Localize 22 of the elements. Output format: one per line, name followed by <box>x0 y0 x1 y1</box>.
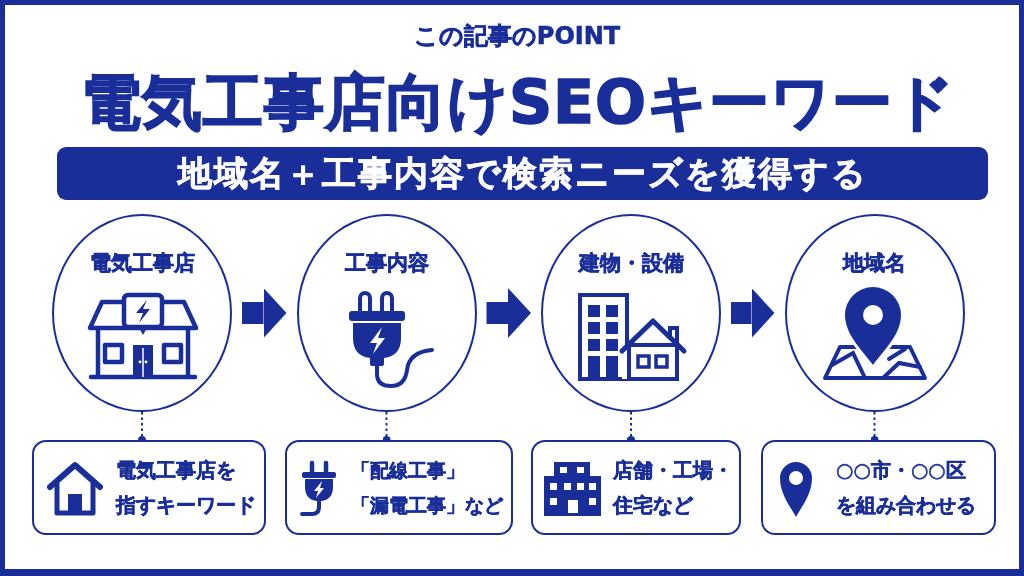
step-circle <box>52 214 232 412</box>
note-text: ○○市・○○区を組み合わせる <box>836 457 976 519</box>
section-label: この記事のPOINT <box>413 21 621 51</box>
note-text: 「配線工事」「漏電工事」など <box>351 459 503 518</box>
step-circle <box>541 214 721 412</box>
block-arrow <box>242 288 287 338</box>
block-arrow <box>486 288 531 338</box>
note-text: 電気工事店を指すキーワード <box>116 457 256 519</box>
block-arrow <box>731 288 775 338</box>
step-circle <box>784 214 965 412</box>
title: 電気工事店向けSEOキーワード <box>80 66 956 138</box>
info-box <box>761 440 996 535</box>
step-heading: 建物・設備 <box>578 251 684 275</box>
step-heading: 工事内容 <box>344 251 429 275</box>
step-circle <box>296 214 477 412</box>
step-heading: 地域名 <box>843 251 906 275</box>
note-text: 店舗・工場・住宅など <box>613 457 733 519</box>
banner: 地域名＋工事内容で検索ニーズを獲得する <box>57 147 988 200</box>
step-heading: 電気工事店 <box>89 251 195 275</box>
info-box <box>32 440 266 535</box>
info-box <box>531 440 741 535</box>
info-box <box>285 440 513 535</box>
